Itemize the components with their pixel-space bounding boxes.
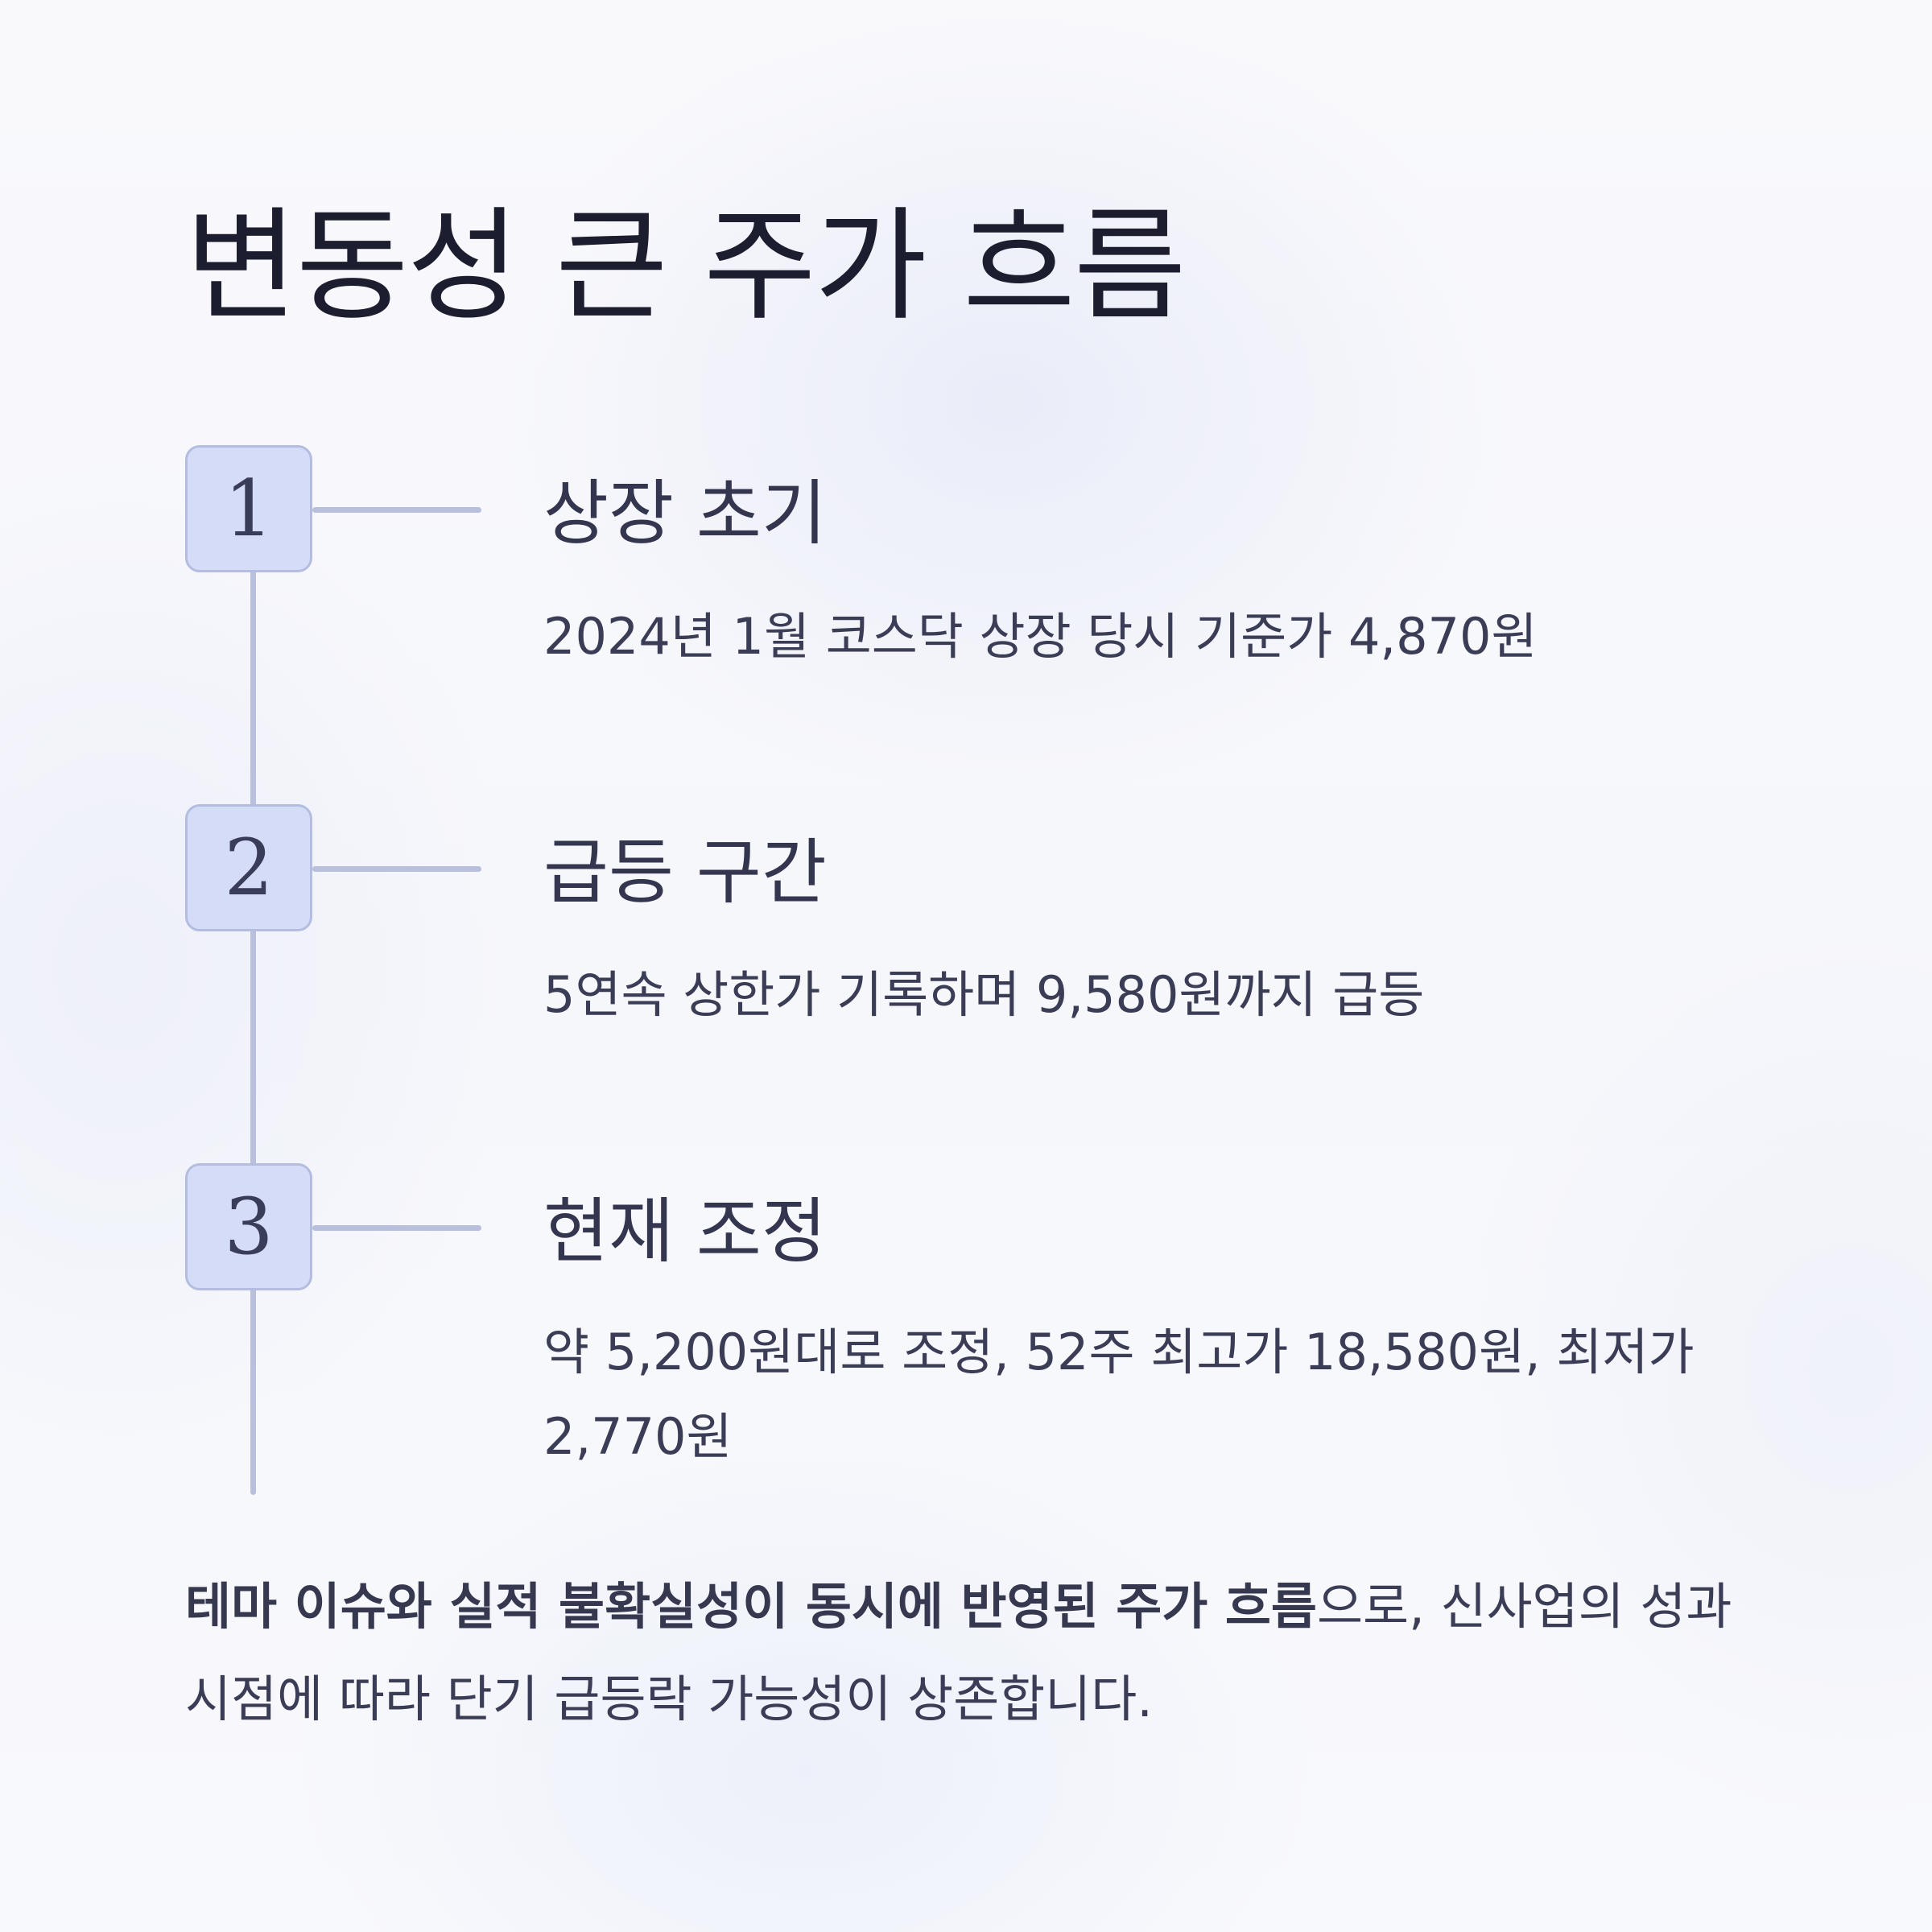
step-3-description: 약 5,200원대로 조정, 52주 최고가 18,580원, 최저가 2,77…: [543, 1323, 1695, 1466]
step-2-number: 2: [224, 823, 274, 913]
step-3-number-box: 3: [185, 1163, 312, 1290]
summary-text: 으로, 신사업의 성과 시점에 따라 단기 급등락 가능성이 상존합니다.: [185, 1577, 1732, 1728]
step-1-description: 2024년 1월 코스닥 상장 당시 기준가 4,870원: [543, 607, 1538, 666]
step-1-title: 상장 초기: [543, 472, 827, 555]
summary-highlight: 테마 이슈와 실적 불확실성이 동시에 반영된 주가 흐름: [185, 1577, 1317, 1636]
page-title: 변동성 큰 주가 흐름: [185, 195, 1187, 337]
summary-paragraph: 테마 이슈와 실적 불확실성이 동시에 반영된 주가 흐름으로, 신사업의 성과…: [185, 1560, 1747, 1745]
step-3-number: 3: [224, 1182, 274, 1272]
step-2-title: 급등 구간: [543, 831, 827, 914]
step-2-description: 5연속 상한가 기록하며 9,580원까지 급등: [543, 965, 1425, 1024]
step-1-number: 1: [224, 464, 274, 554]
step-3-title: 현재 조정: [543, 1190, 827, 1273]
step-1-connector: [312, 507, 481, 513]
timeline-vertical-line: [250, 511, 256, 1495]
step-3-connector: [312, 1225, 481, 1231]
step-2-connector: [312, 866, 481, 872]
step-2-number-box: 2: [185, 804, 312, 931]
step-1-number-box: 1: [185, 445, 312, 572]
